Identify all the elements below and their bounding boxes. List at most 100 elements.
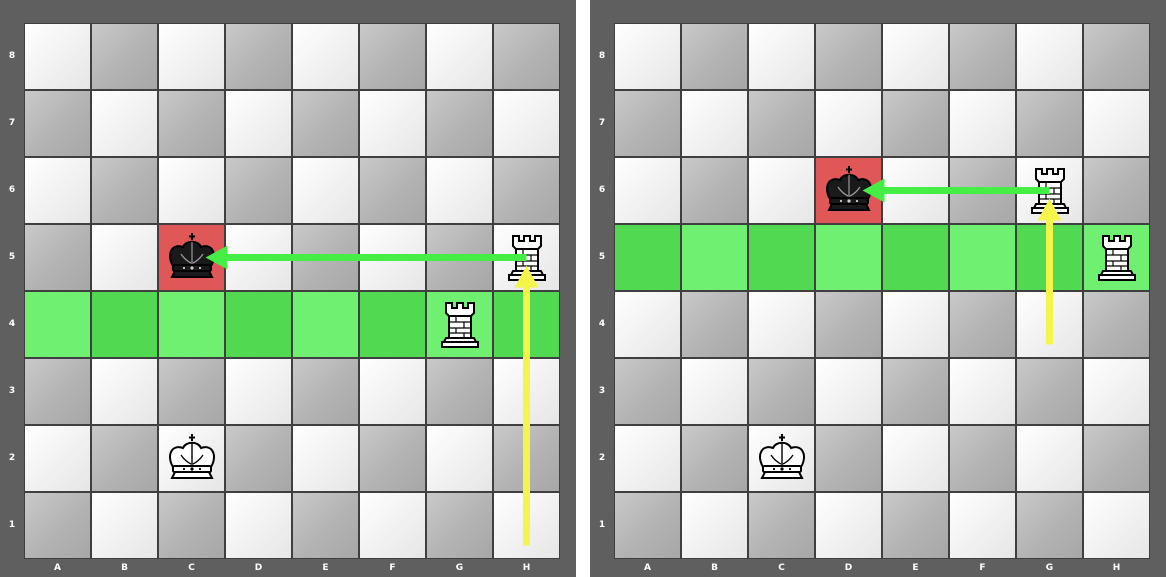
- black-king-icon[interactable]: [815, 157, 882, 224]
- square-a2[interactable]: [24, 425, 91, 492]
- square-c8[interactable]: [158, 23, 225, 90]
- square-c3[interactable]: [748, 358, 815, 425]
- square-g2[interactable]: [426, 425, 493, 492]
- square-f7[interactable]: [949, 90, 1016, 157]
- square-a1[interactable]: [24, 492, 91, 559]
- square-c7[interactable]: [158, 90, 225, 157]
- square-h6[interactable]: [1083, 157, 1150, 224]
- square-b2[interactable]: [91, 425, 158, 492]
- square-c5[interactable]: [748, 224, 815, 291]
- square-f4[interactable]: [359, 291, 426, 358]
- square-e2[interactable]: [882, 425, 949, 492]
- square-d7[interactable]: [225, 90, 292, 157]
- square-a2[interactable]: [614, 425, 681, 492]
- black-king-icon[interactable]: [158, 224, 225, 291]
- square-a8[interactable]: [614, 23, 681, 90]
- white-king-icon[interactable]: [748, 425, 815, 492]
- square-a8[interactable]: [24, 23, 91, 90]
- square-a7[interactable]: [24, 90, 91, 157]
- white-rook-icon[interactable]: [493, 224, 560, 291]
- square-g8[interactable]: [1016, 23, 1083, 90]
- square-b8[interactable]: [91, 23, 158, 90]
- square-c4[interactable]: [158, 291, 225, 358]
- square-b6[interactable]: [681, 157, 748, 224]
- square-d4[interactable]: [815, 291, 882, 358]
- square-f6[interactable]: [359, 157, 426, 224]
- square-h6[interactable]: [493, 157, 560, 224]
- square-d3[interactable]: [815, 358, 882, 425]
- square-c1[interactable]: [158, 492, 225, 559]
- square-e3[interactable]: [292, 358, 359, 425]
- square-d6[interactable]: [225, 157, 292, 224]
- square-g5[interactable]: [1016, 224, 1083, 291]
- square-e6[interactable]: [882, 157, 949, 224]
- square-h4[interactable]: [1083, 291, 1150, 358]
- square-c3[interactable]: [158, 358, 225, 425]
- square-e3[interactable]: [882, 358, 949, 425]
- square-g8[interactable]: [426, 23, 493, 90]
- square-a3[interactable]: [614, 358, 681, 425]
- square-b8[interactable]: [681, 23, 748, 90]
- square-c1[interactable]: [748, 492, 815, 559]
- square-a4[interactable]: [614, 291, 681, 358]
- square-f2[interactable]: [359, 425, 426, 492]
- square-e1[interactable]: [292, 492, 359, 559]
- square-g7[interactable]: [1016, 90, 1083, 157]
- square-b7[interactable]: [91, 90, 158, 157]
- square-c4[interactable]: [748, 291, 815, 358]
- square-f3[interactable]: [949, 358, 1016, 425]
- square-a3[interactable]: [24, 358, 91, 425]
- square-a6[interactable]: [614, 157, 681, 224]
- square-e5[interactable]: [882, 224, 949, 291]
- square-b5[interactable]: [91, 224, 158, 291]
- square-e7[interactable]: [882, 90, 949, 157]
- square-c8[interactable]: [748, 23, 815, 90]
- square-f7[interactable]: [359, 90, 426, 157]
- square-f4[interactable]: [949, 291, 1016, 358]
- square-a1[interactable]: [614, 492, 681, 559]
- square-g7[interactable]: [426, 90, 493, 157]
- square-b6[interactable]: [91, 157, 158, 224]
- square-b1[interactable]: [91, 492, 158, 559]
- square-e1[interactable]: [882, 492, 949, 559]
- square-b2[interactable]: [681, 425, 748, 492]
- square-e4[interactable]: [292, 291, 359, 358]
- square-g4[interactable]: [1016, 291, 1083, 358]
- square-b4[interactable]: [91, 291, 158, 358]
- square-f5[interactable]: [949, 224, 1016, 291]
- square-b7[interactable]: [681, 90, 748, 157]
- square-f1[interactable]: [949, 492, 1016, 559]
- square-g1[interactable]: [426, 492, 493, 559]
- white-king-icon[interactable]: [158, 425, 225, 492]
- square-h3[interactable]: [493, 358, 560, 425]
- square-e8[interactable]: [292, 23, 359, 90]
- square-h7[interactable]: [493, 90, 560, 157]
- square-g5[interactable]: [426, 224, 493, 291]
- square-e5[interactable]: [292, 224, 359, 291]
- square-c6[interactable]: [748, 157, 815, 224]
- square-e7[interactable]: [292, 90, 359, 157]
- square-h2[interactable]: [1083, 425, 1150, 492]
- square-f2[interactable]: [949, 425, 1016, 492]
- square-d2[interactable]: [815, 425, 882, 492]
- square-h7[interactable]: [1083, 90, 1150, 157]
- square-f1[interactable]: [359, 492, 426, 559]
- square-h1[interactable]: [493, 492, 560, 559]
- square-g3[interactable]: [426, 358, 493, 425]
- square-b3[interactable]: [681, 358, 748, 425]
- square-d8[interactable]: [815, 23, 882, 90]
- square-d1[interactable]: [815, 492, 882, 559]
- square-e8[interactable]: [882, 23, 949, 90]
- square-a5[interactable]: [24, 224, 91, 291]
- square-e4[interactable]: [882, 291, 949, 358]
- square-h8[interactable]: [1083, 23, 1150, 90]
- square-a4[interactable]: [24, 291, 91, 358]
- square-c7[interactable]: [748, 90, 815, 157]
- square-h3[interactable]: [1083, 358, 1150, 425]
- white-rook-icon[interactable]: [426, 291, 493, 358]
- white-rook-icon[interactable]: [1083, 224, 1150, 291]
- square-d7[interactable]: [815, 90, 882, 157]
- square-a5[interactable]: [614, 224, 681, 291]
